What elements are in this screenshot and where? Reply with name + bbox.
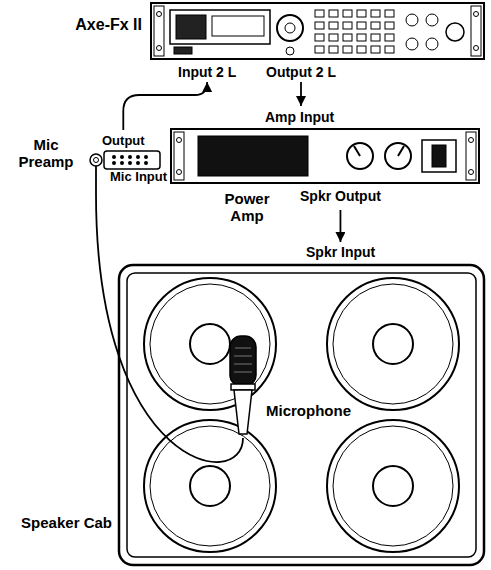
- signal-connector: [300, 82, 302, 106]
- speaker-cone: [144, 278, 276, 410]
- axe-fx-unit: Axe-Fx IIInput 2 LOutput 2 L: [150, 2, 485, 82]
- port-label: Input 2 L: [178, 64, 236, 80]
- device-label: Microphone: [264, 402, 353, 419]
- port-label: Output: [102, 134, 145, 149]
- speaker-cab: Speaker CabSpkr InputMicrophone: [118, 242, 485, 568]
- device-label: Axe-Fx II: [30, 16, 142, 34]
- speaker-cone: [327, 420, 459, 552]
- rack-unit: [151, 3, 484, 59]
- port-label: Output 2 L: [266, 64, 336, 80]
- device-label: Speaker Cab: [2, 514, 112, 531]
- microphone: Microphone: [226, 334, 260, 438]
- signal-connector: [340, 210, 342, 242]
- mic-cable: [96, 194, 243, 462]
- device-label: Power Amp: [215, 190, 279, 225]
- mic-preamp: Mic PreampOutputMic Input: [88, 130, 164, 194]
- port-label: Mic Input: [110, 170, 167, 185]
- port-label: Amp Input: [265, 109, 334, 125]
- speaker-cabinet: [119, 265, 484, 565]
- speaker-cone: [327, 278, 459, 410]
- power-amp: Power AmpAmp InputSpkr Output: [165, 106, 485, 210]
- microphone-symbol: [230, 336, 256, 434]
- device-label: Mic Preamp: [14, 136, 78, 171]
- signal-connector: [123, 82, 207, 130]
- port-label: Spkr Output: [300, 188, 381, 204]
- speaker-cone: [144, 420, 276, 552]
- port-label: Spkr Input: [306, 244, 375, 260]
- power-amp-unit: [171, 129, 479, 183]
